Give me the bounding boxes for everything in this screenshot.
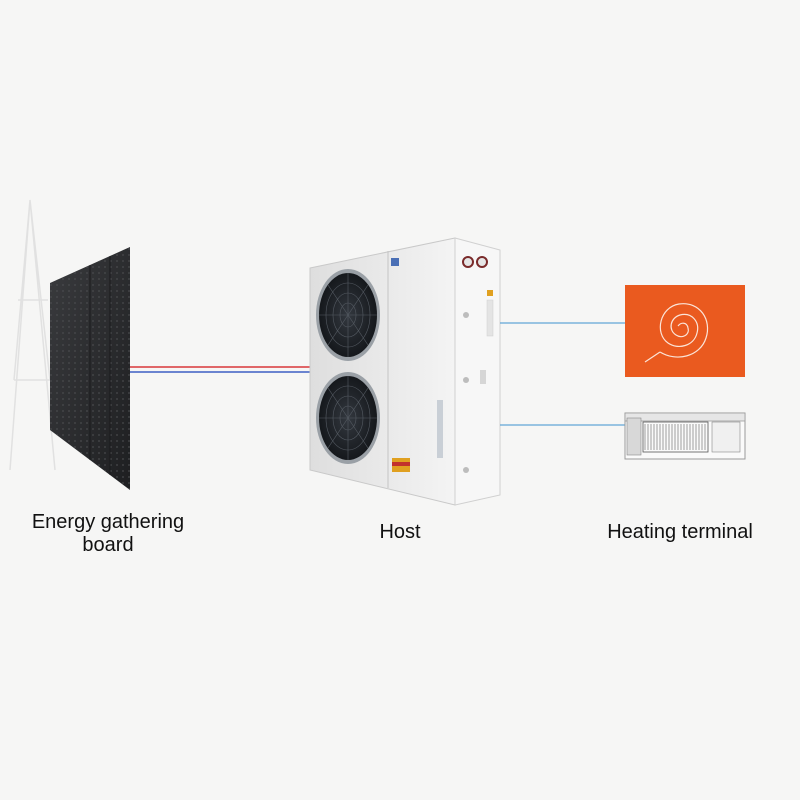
fan-coil-unit — [624, 412, 746, 460]
water-inlet — [463, 312, 469, 318]
warning-label — [487, 290, 493, 296]
host-heat-pump-unit — [309, 237, 501, 506]
energy-gathering-board-caption: Energy gathering board — [8, 511, 208, 557]
lower-fan — [316, 372, 380, 464]
spiral-floor-heating-icon — [644, 303, 709, 363]
pipe-host-to-terminals — [500, 322, 625, 426]
upper-fan — [316, 269, 380, 361]
fan-coil-grille — [644, 424, 706, 450]
host-caption: Host — [379, 521, 421, 543]
pressure-gauge-right — [476, 256, 488, 268]
brand-logo — [391, 258, 399, 266]
board-caption-line1: Energy gathering — [31, 511, 185, 533]
vertical-label — [437, 400, 443, 458]
pipe-board-to-host — [130, 366, 310, 373]
board-caption-line2: board — [82, 534, 134, 556]
heating-terminal-caption: Heating terminal — [607, 521, 753, 543]
background-pylon — [9, 199, 56, 471]
pressure-gauge-left — [462, 256, 474, 268]
water-outlet — [463, 377, 469, 383]
floor-heating-panel — [625, 285, 745, 377]
energy-gathering-board — [50, 247, 130, 490]
